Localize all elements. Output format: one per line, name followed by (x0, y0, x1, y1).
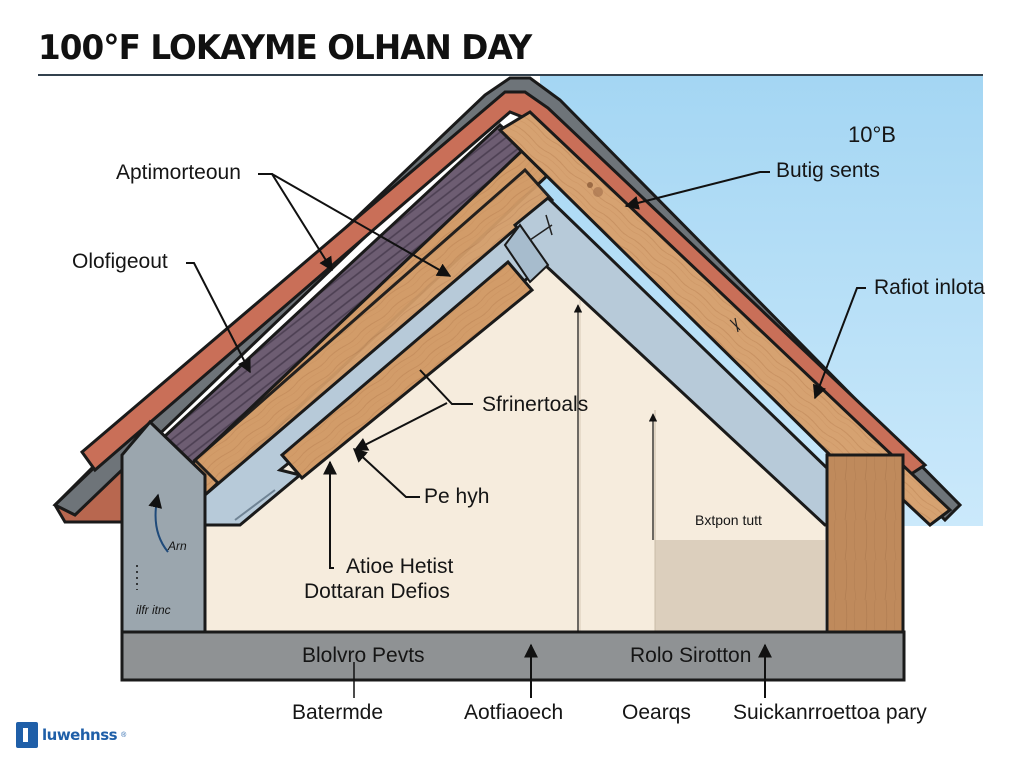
callout-eave-scribble-1: Arn (168, 539, 187, 553)
inner-rafter-left (279, 259, 535, 481)
base-band-left-label: Blolvro Pevts (302, 644, 425, 667)
logo-text: luwehnss (42, 726, 118, 744)
callout-eave-scribble-2: ilfr itnc (136, 603, 171, 617)
bottom-label-1: Batermde (292, 701, 384, 724)
callout-dottaran-defios: Dottaran Defios (304, 580, 450, 603)
bottom-label-2: Aotfiaoech (464, 701, 564, 724)
roof-shingle-red-layer (79, 90, 928, 480)
callout-pe-hyh: Pe hyh (424, 485, 490, 508)
callout-bxtpon-tutt: Bxtpon tutt (695, 512, 762, 528)
bottom-label-3: Oearqs (622, 701, 691, 724)
logo-registered-mark: ® (121, 731, 127, 739)
vent-baffle-top (503, 223, 550, 284)
page-title: 100°F LOKAYME OLHAN DAY (38, 28, 532, 68)
callout-rafiot-inlota: Rafiot inlota (874, 276, 985, 299)
base-band-right-label: Rolo Sirotton (630, 644, 752, 667)
title-divider (38, 74, 983, 76)
callout-sfrinertoals: Sfrinertoals (482, 393, 589, 416)
callout-aptimorteoun: Aptimorteoun (116, 161, 241, 184)
callout-butig-sents: Butig sents (776, 159, 880, 182)
floor-insulation-band (655, 540, 825, 632)
callout-olofigeout: Olofigeout (72, 250, 168, 273)
callout-atioe-hetist: Atioe Hetist (346, 555, 454, 578)
base-band (120, 630, 906, 682)
right-wall-post (825, 453, 905, 635)
bottom-label-4: Suickanrroettoa pary (733, 701, 927, 724)
corner-label: 10°B (848, 122, 896, 147)
logo-mark-icon (16, 722, 38, 748)
brand-logo: luwehnss ® (16, 722, 126, 748)
